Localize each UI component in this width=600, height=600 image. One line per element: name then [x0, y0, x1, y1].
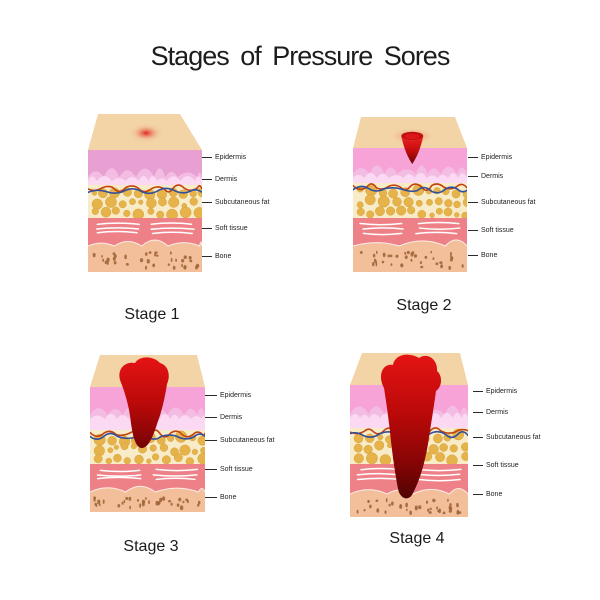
layer-label-subcutaneous-fat: Subcutaneous fat — [202, 197, 270, 207]
layer-label-text: Subcutaneous fat — [220, 436, 275, 444]
layer-label-text: Epidermis — [486, 387, 518, 395]
leader-line — [468, 156, 478, 158]
leader-line — [468, 175, 478, 177]
skin-block-stage-3-illustration — [90, 355, 205, 512]
skin-block-stage-1-illustration — [88, 114, 202, 272]
layer-label-dermis: Dermis — [468, 171, 503, 181]
stage-caption: Stage 1 — [124, 306, 180, 323]
leader-line — [473, 464, 483, 466]
layer-label-dermis: Dermis — [205, 412, 242, 422]
layer-label-subcutaneous-fat: Subcutaneous fat — [473, 432, 541, 442]
layer-label-text: Dermis — [220, 413, 243, 421]
layer-label-epidermis: Epidermis — [202, 152, 246, 162]
leader-line — [473, 411, 483, 413]
skin-block-stage-2-illustration — [353, 117, 467, 272]
leader-line — [202, 227, 212, 229]
leader-line — [468, 229, 478, 231]
leader-line — [473, 436, 483, 438]
leader-line — [202, 255, 212, 257]
stage-caption: Stage 3 — [123, 538, 179, 555]
leader-line — [468, 201, 478, 203]
leader-line — [473, 390, 483, 392]
layer-label-bone: Bone — [205, 492, 236, 502]
layer-label-text: Dermis — [486, 408, 509, 416]
leader-line — [202, 178, 212, 180]
leader-line — [205, 468, 217, 470]
layer-label-soft-tissue: Soft tissue — [468, 225, 514, 235]
layer-label-epidermis: Epidermis — [468, 152, 512, 162]
leader-line — [205, 496, 217, 498]
layer-label-text: Soft tissue — [481, 226, 514, 234]
layer-label-text: Bone — [481, 251, 498, 259]
layer-label-text: Subcutaneous fat — [481, 198, 536, 206]
layer-label-bone: Bone — [202, 251, 231, 261]
layer-label-text: Subcutaneous fat — [215, 198, 270, 206]
layer-label-subcutaneous-fat: Subcutaneous fat — [468, 197, 536, 207]
layer-label-bone: Bone — [468, 250, 497, 260]
leader-line — [205, 394, 217, 396]
stage-caption: Stage 4 — [389, 530, 445, 547]
layer-label-text: Dermis — [481, 172, 504, 180]
layer-label-text: Bone — [215, 252, 232, 260]
layer-label-text: Bone — [486, 490, 503, 498]
layer-label-epidermis: Epidermis — [473, 386, 517, 396]
layer-label-text: Soft tissue — [220, 465, 253, 473]
layer-label-text: Epidermis — [481, 153, 513, 161]
leader-line — [202, 201, 212, 203]
leader-line — [473, 493, 483, 495]
layer-label-text: Bone — [220, 493, 237, 501]
layer-label-dermis: Dermis — [473, 407, 508, 417]
layer-label-soft-tissue: Soft tissue — [205, 464, 253, 474]
diagram-title: Stages of Pressure Sores — [150, 41, 451, 71]
stage-caption: Stage 2 — [396, 297, 452, 314]
layer-label-text: Dermis — [215, 175, 238, 183]
skin-block-stage-4-illustration — [350, 353, 468, 517]
leader-line — [205, 416, 217, 418]
layer-label-soft-tissue: Soft tissue — [473, 460, 519, 470]
layer-label-soft-tissue: Soft tissue — [202, 223, 248, 233]
layer-label-subcutaneous-fat: Subcutaneous fat — [205, 435, 275, 445]
leader-line — [202, 156, 212, 158]
layer-label-text: Soft tissue — [215, 224, 248, 232]
layer-label-bone: Bone — [473, 489, 502, 499]
layer-label-text: Soft tissue — [486, 461, 519, 469]
layer-label-text: Epidermis — [215, 153, 247, 161]
leader-line — [205, 439, 217, 441]
leader-line — [468, 254, 478, 256]
layer-label-epidermis: Epidermis — [205, 390, 251, 400]
layer-label-text: Epidermis — [220, 391, 252, 399]
layer-label-text: Subcutaneous fat — [486, 433, 541, 441]
layer-label-dermis: Dermis — [202, 174, 237, 184]
